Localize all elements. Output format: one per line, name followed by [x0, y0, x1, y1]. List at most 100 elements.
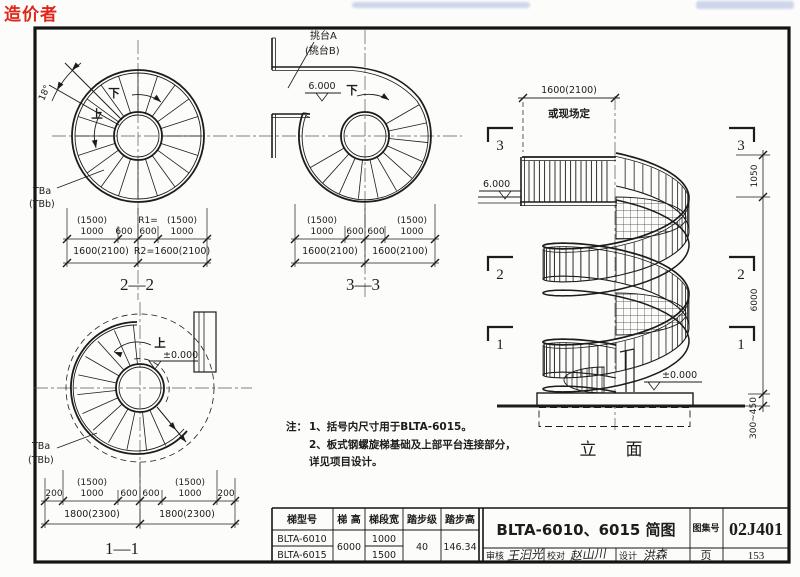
svg-text:1000: 1000 — [81, 489, 104, 499]
designer-label: 设计 — [619, 550, 637, 562]
tread-mark: TBa — [32, 186, 51, 197]
platform-b-label: (挑台B) — [305, 44, 340, 57]
svg-text:踏步级: 踏步级 — [407, 513, 438, 526]
down-label: 下 — [108, 86, 120, 100]
plan-1-1: 上 ±0.000 TBa (TBb) 200 (1500) 1000 600 6… — [28, 311, 235, 558]
reviewer-label: 审核 — [486, 550, 504, 562]
checker-signature: 赵山川 — [569, 546, 608, 563]
svg-text:(1500): (1500) — [167, 216, 197, 226]
svg-text:200: 200 — [45, 489, 62, 499]
plan-2-2-dimensions: (1500) 1000 600 R1= 600 (1500) 1000 1600… — [73, 216, 210, 257]
svg-text:1600(2100): 1600(2100) — [302, 246, 358, 257]
level-label: 6.000 — [308, 81, 335, 92]
svg-text:R2=1600(2100): R2=1600(2100) — [134, 246, 210, 257]
down-label: 下 — [346, 83, 358, 97]
svg-text:踏步高: 踏步高 — [445, 513, 475, 526]
up-label: 上 — [91, 107, 103, 121]
blue-stamp-smudge — [352, 2, 530, 8]
svg-text:详见项目设计。: 详见项目设计。 — [309, 455, 383, 468]
svg-text:1500: 1500 — [372, 550, 396, 561]
svg-text:梯型号: 梯型号 — [287, 513, 317, 526]
spiral-stair — [542, 152, 690, 393]
svg-text:600: 600 — [120, 489, 137, 499]
dim-label: 1600(2100) — [541, 85, 597, 96]
svg-text:(1500): (1500) — [307, 216, 337, 226]
border-frame — [33, 26, 791, 564]
svg-text:6000: 6000 — [337, 542, 361, 553]
reviewer-signature: 王汩光 — [506, 547, 544, 563]
section-marker-label: 1 — [496, 337, 504, 353]
tread-mark: (TBb) — [28, 455, 54, 466]
svg-text:2、板式钢螺旋梯基础及上部平台连接部分，: 2、板式钢螺旋梯基础及上部平台连接部分， — [309, 438, 516, 451]
designer-signature: 洪森 — [642, 547, 668, 563]
svg-text:(1500): (1500) — [77, 478, 107, 488]
svg-text:(1500): (1500) — [397, 216, 427, 226]
elevation: 1600(2100) 或现场定 6.000 ±0.000 1050 6000 3… — [478, 85, 770, 459]
angle-label: 18° — [37, 84, 53, 103]
svg-text:1000: 1000 — [401, 227, 424, 237]
tread-mark: TBa — [31, 441, 50, 452]
svg-text:600: 600 — [367, 227, 384, 237]
svg-text:1000: 1000 — [179, 489, 202, 499]
page-number: 153 — [748, 550, 765, 562]
dimension-lines — [40, 62, 768, 529]
section-title-3-3: 3—3 — [346, 275, 380, 294]
svg-text:BLTA-6010: BLTA-6010 — [277, 534, 326, 545]
svg-text:梯段宽: 梯段宽 — [369, 513, 399, 526]
svg-text:R1=: R1= — [138, 216, 158, 226]
plan-3-3-dimensions: (1500) 1000 600 600 (1500) 1000 1600(210… — [302, 216, 428, 257]
svg-text:1000: 1000 — [81, 227, 104, 237]
svg-text:200: 200 — [217, 489, 234, 499]
site-note: 或现场定 — [548, 107, 590, 120]
svg-text:1000: 1000 — [171, 227, 194, 237]
dim-label: 6000 — [750, 288, 760, 311]
sheet-title: BLTA-6010、6015 简图 — [496, 521, 675, 539]
watermark-red: 造价者 — [4, 4, 58, 25]
atlas-number: 02J401 — [729, 519, 783, 539]
section-title-1-1: 1—1 — [105, 539, 139, 558]
checker-label: 校对 — [547, 550, 565, 562]
platform-a-label: 挑台A — [310, 29, 337, 42]
svg-text:(1500): (1500) — [175, 478, 205, 488]
svg-text:1800(2300): 1800(2300) — [64, 509, 120, 520]
notes: 注： 1、括号内尺寸用于BLTA-6015。 2、板式钢螺旋梯基础及上部平台连接… — [286, 420, 516, 468]
svg-text:BLTA-6015: BLTA-6015 — [277, 550, 326, 561]
section-marker-label: 2 — [737, 267, 745, 283]
title-block: BLTA-6010、6015 简图 图集号 02J401 审核 王汩光 校对 赵… — [483, 508, 789, 563]
svg-text:40: 40 — [416, 542, 428, 553]
tread-mark: (TBb) — [29, 199, 55, 210]
section-marker-label: 1 — [737, 337, 745, 353]
right-dimension — [736, 150, 770, 412]
section-marker-label: 3 — [496, 138, 504, 154]
plan-1-1-dimensions: 200 (1500) 1000 600 600 (1500) 1000 200 … — [45, 478, 234, 520]
svg-text:1000: 1000 — [311, 227, 334, 237]
elevation-title: 立 面 — [580, 440, 649, 459]
svg-text:600: 600 — [139, 227, 156, 237]
svg-text:梯 高: 梯 高 — [337, 513, 360, 526]
section-markers — [486, 126, 756, 341]
dim-label: 300~450 — [749, 397, 759, 439]
plan-3-3: 挑台A (挑台B) 6.000 下 (1500) 1000 600 600 (1… — [271, 29, 432, 294]
atlas-label: 图集号 — [692, 522, 719, 534]
svg-text:1000: 1000 — [372, 534, 396, 545]
blue-stamp-smudge — [696, 1, 794, 9]
spec-table: 梯型号 梯 高 梯段宽 踏步级 踏步高 BLTA-6010 BLTA-6015 … — [271, 507, 789, 562]
level-label: ±0.000 — [662, 370, 697, 381]
section-marker-label: 2 — [496, 267, 504, 283]
section-title-2-2: 2—2 — [120, 275, 154, 294]
svg-text:600: 600 — [115, 227, 132, 237]
svg-text:注：: 注： — [286, 420, 307, 433]
svg-text:1600(2100): 1600(2100) — [372, 246, 428, 257]
page-label: 页 — [701, 550, 712, 562]
svg-text:1600(2100): 1600(2100) — [73, 246, 129, 257]
svg-text:1800(2300): 1800(2300) — [159, 509, 215, 520]
up-label: 上 — [154, 336, 166, 350]
svg-text:600: 600 — [346, 227, 363, 237]
svg-text:(1500): (1500) — [77, 216, 107, 226]
level-label: ±0.000 — [163, 350, 198, 361]
svg-text:1、括号内尺寸用于BLTA-6015。: 1、括号内尺寸用于BLTA-6015。 — [309, 420, 472, 433]
svg-text:600: 600 — [142, 489, 159, 499]
plan-2-2: 18° 下 上 TBa (TBb) (1500) 1000 600 R1= 60… — [29, 62, 210, 294]
